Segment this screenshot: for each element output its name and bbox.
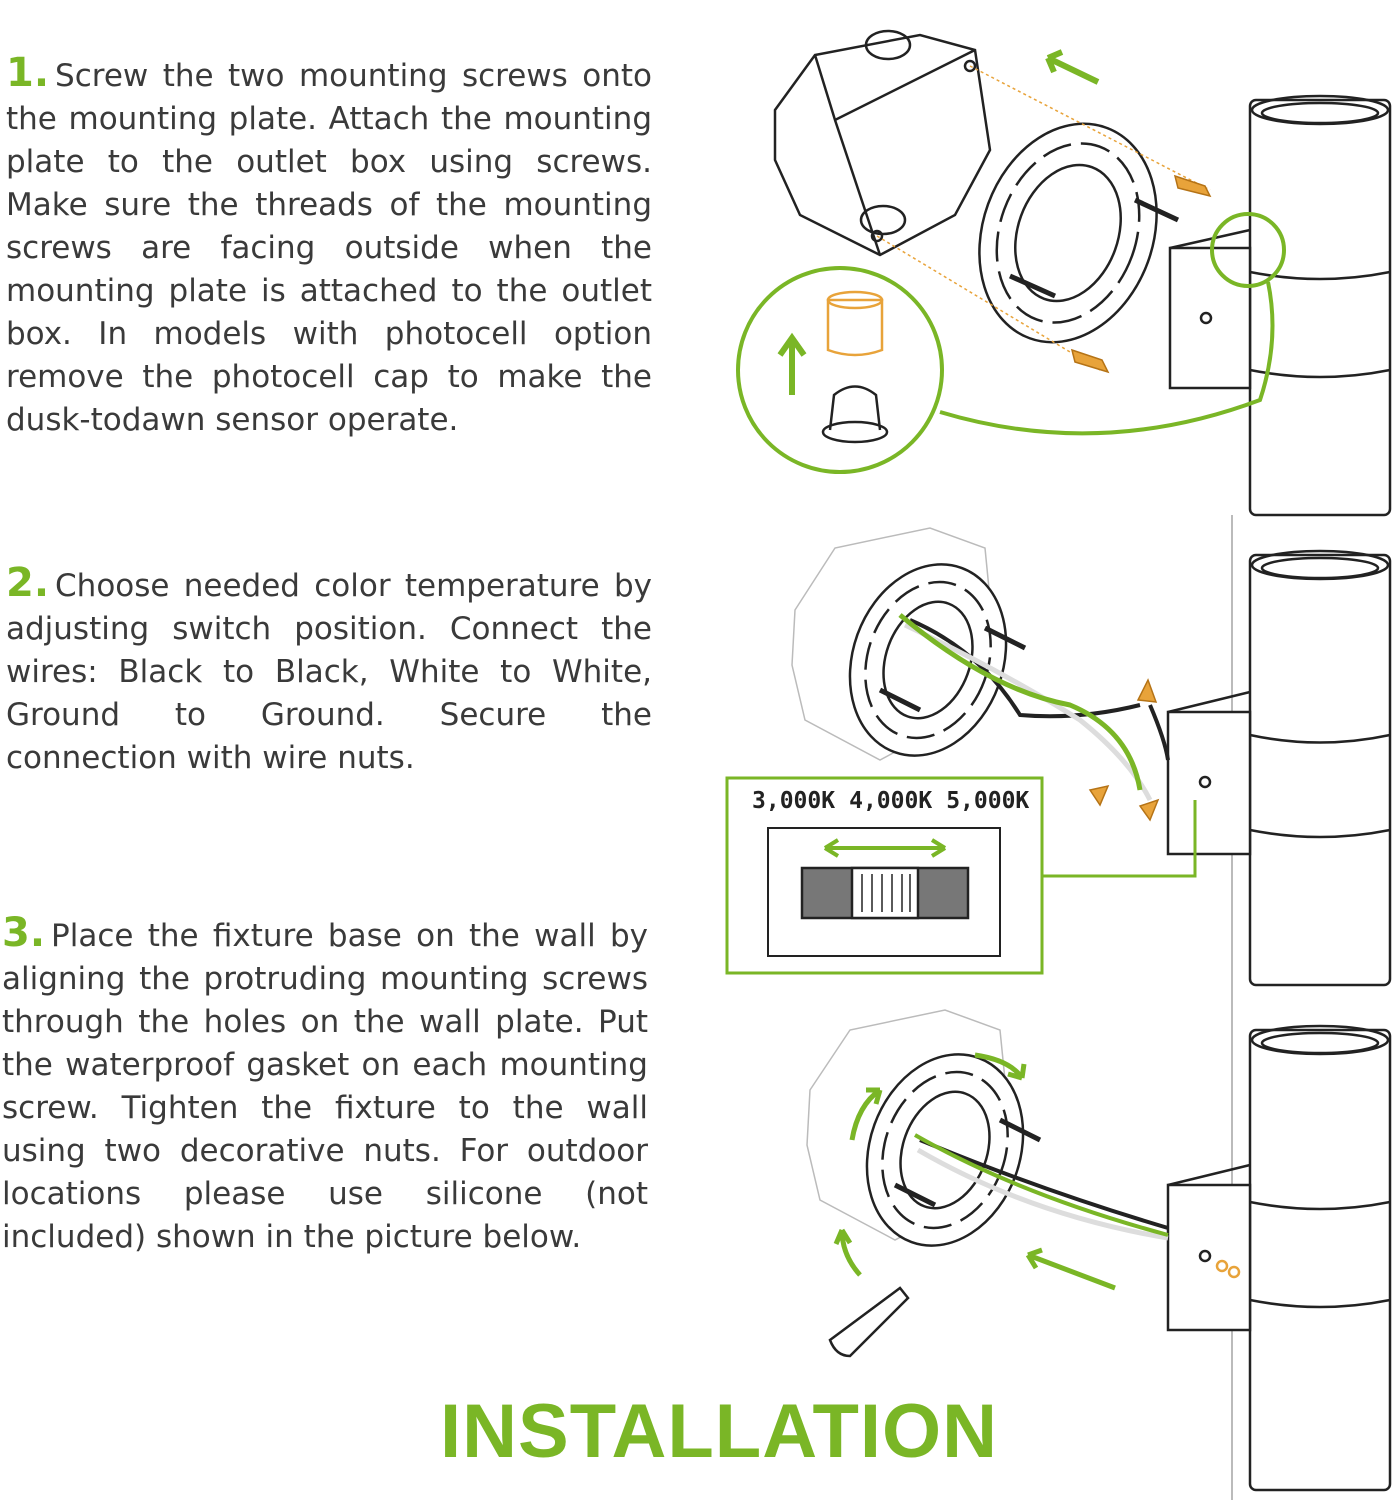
switch-label-3000k: 3,000K (752, 788, 836, 814)
color-temperature-labels: 3,000K 4,000K 5,000K (752, 788, 1029, 814)
fixture-bracket-2 (1166, 690, 1252, 856)
switch-connector-line (1042, 800, 1197, 878)
fixture-cylinder-3 (1248, 1024, 1392, 1492)
switch-label-4000k: 4,000K (849, 788, 933, 814)
wire-nuts (1088, 678, 1160, 822)
silicone-tube (828, 1286, 910, 1358)
wires-3 (914, 1133, 1169, 1241)
screws-1 (1070, 174, 1212, 374)
detail-circle-photocell (1210, 212, 1286, 288)
color-switch-callout (725, 776, 1044, 975)
fixture-cylinder-2 (1248, 549, 1392, 987)
step-2-text: Choose needed color temperature by adjus… (6, 568, 652, 776)
mounting-plate-1 (978, 122, 1180, 344)
step-1-instructions: 1.Screw the two mounting screws onto the… (6, 52, 652, 442)
step-2-instructions: 2.Choose needed color temperature by adj… (6, 562, 652, 780)
step-2-number: 2. (6, 560, 50, 606)
wires-2 (898, 613, 1170, 802)
detail-connector-curve (939, 281, 1275, 436)
step-3-text: Place the fixture base on the wall by al… (2, 918, 648, 1255)
step-1-number: 1. (6, 50, 50, 96)
mounting-plate-2 (848, 563, 1027, 757)
fixture-bracket-3 (1166, 1163, 1252, 1332)
fixture-bracket-1 (1168, 228, 1252, 390)
step-1-text: Screw the two mounting screws onto the m… (6, 58, 652, 438)
photocell-detail (736, 266, 944, 474)
page-title: INSTALLATION (440, 1389, 998, 1474)
fixture-cylinder-1 (1248, 94, 1392, 517)
outlet-box-1 (773, 29, 992, 257)
tighten-arrows (833, 1052, 1116, 1291)
alignment-lines-1 (876, 65, 1211, 371)
step-3-number: 3. (2, 910, 46, 956)
direction-arrow-1 (1045, 49, 1100, 85)
switch-label-5000k: 5,000K (946, 788, 1030, 814)
step-3-instructions: 3.Place the fixture base on the wall by … (2, 912, 648, 1259)
